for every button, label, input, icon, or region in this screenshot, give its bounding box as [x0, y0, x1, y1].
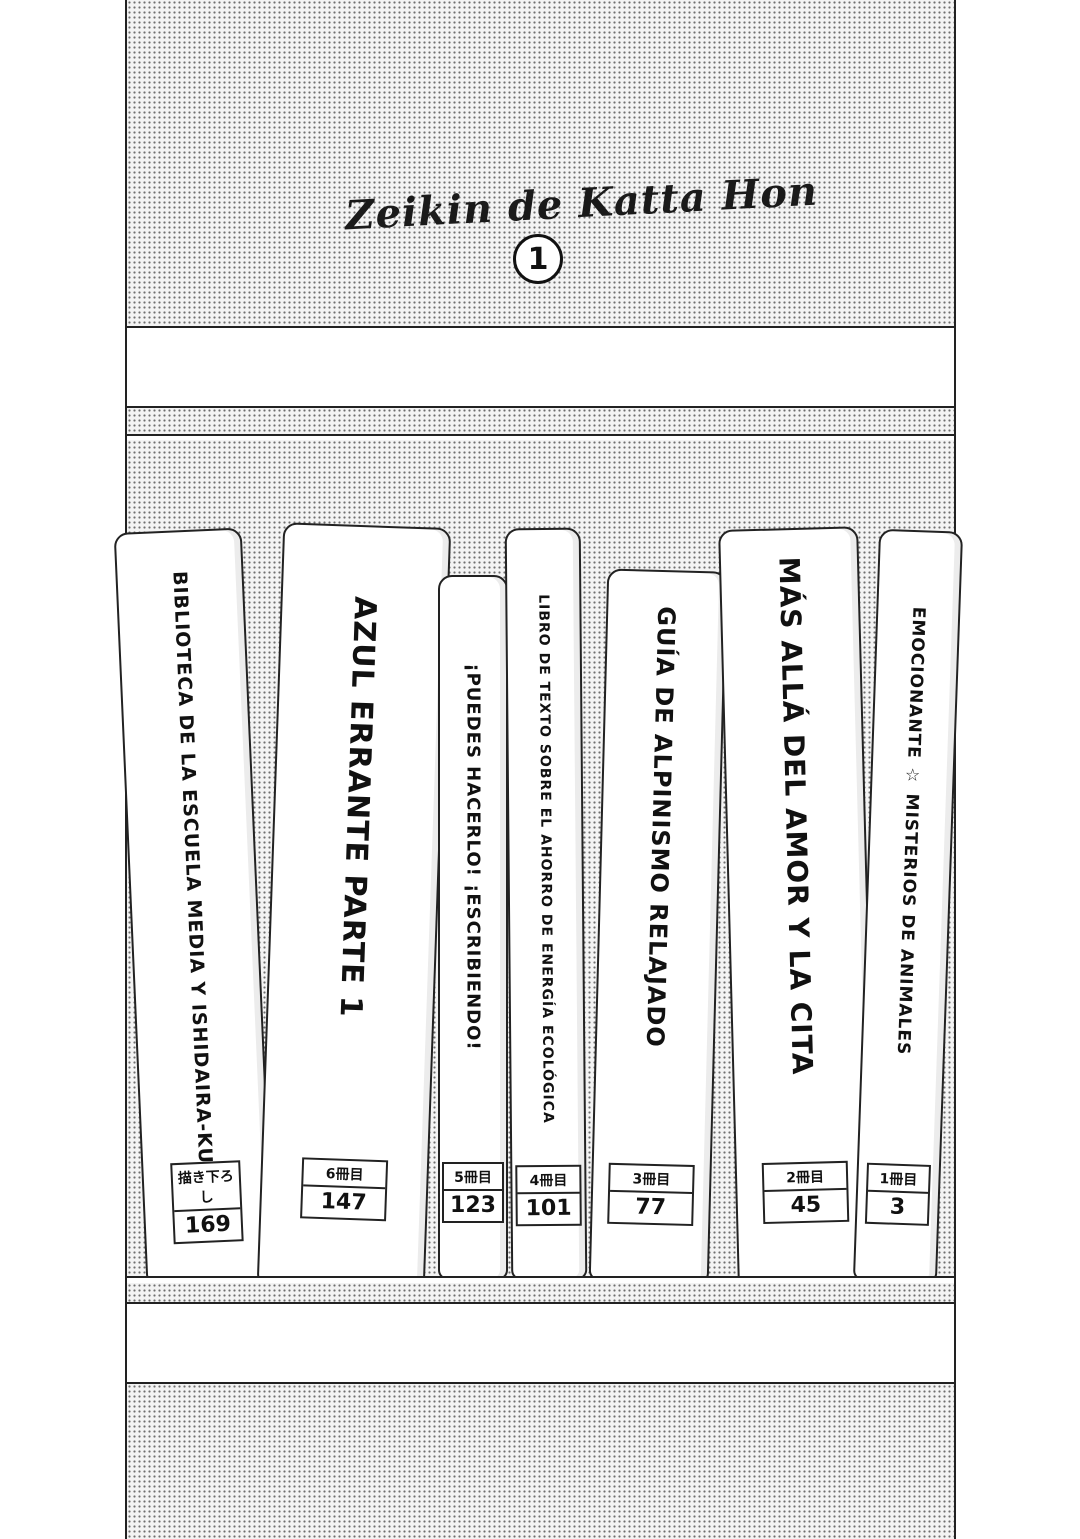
book-7-title: EMOCIONANTE ☆ MISTERIOS DE ANIMALES — [892, 606, 929, 1056]
shelf-trim — [127, 408, 954, 436]
book-3-label-top: 5冊目 — [444, 1164, 502, 1191]
book-4-label-top: 4冊目 — [517, 1166, 580, 1195]
book-6-label-num: 45 — [790, 1192, 822, 1219]
book-5-title: GUÍA DE ALPINISMO RELAJADO — [640, 605, 681, 1049]
book-6-title: MÁS ALLÁ DEL AMOR Y LA CITA — [772, 556, 819, 1076]
shelf-trim-edge — [127, 434, 954, 442]
shelf-board-top — [127, 326, 954, 408]
shelf-board-bottom — [127, 1302, 954, 1384]
book-6-label-top: 2冊目 — [763, 1162, 847, 1192]
book-1-label: 描き下ろし 169 — [170, 1160, 244, 1245]
book-4-label-num: 101 — [525, 1195, 572, 1222]
book-1-label-num: 169 — [184, 1211, 232, 1239]
book-2-label-num: 147 — [320, 1189, 368, 1216]
book-2-label: 6冊目 147 — [300, 1157, 389, 1222]
book-3-title: ¡PUEDES HACERLO! ¡ESCRIBIENDO! — [462, 663, 484, 1051]
book-7-label-num: 3 — [889, 1194, 906, 1221]
book-1-title: BIBLIOTECA DE LA ESCUELA MEDIA Y ISHIDAI… — [168, 570, 217, 1182]
book-1-label-top: 描き下ろし — [172, 1162, 241, 1213]
shelf-lower-trim — [127, 1283, 954, 1303]
bottom-panel — [127, 1384, 954, 1539]
book-6-label: 2冊目 45 — [761, 1160, 850, 1225]
book-3-label-num: 123 — [450, 1193, 496, 1218]
book-4-title: LIBRO DE TEXTO SOBRE EL AHORRO DE ENERGÍ… — [535, 594, 556, 1124]
book-5[interactable]: GUÍA DE ALPINISMO RELAJADO 3冊目 77 — [588, 568, 728, 1284]
book-5-label-num: 77 — [634, 1194, 667, 1221]
book-7-label: 1冊目 3 — [864, 1162, 931, 1226]
book-2-title: AZUL ERRANTE PARTE 1 — [332, 596, 383, 1019]
book-2-label-top: 6冊目 — [303, 1159, 387, 1190]
book-5-label: 3冊目 77 — [607, 1162, 695, 1227]
book-4[interactable]: LIBRO DE TEXTO SOBRE EL AHORRO DE ENERGÍ… — [504, 527, 588, 1281]
book-4-label: 4冊目 101 — [515, 1164, 582, 1227]
book-2[interactable]: AZUL ERRANTE PARTE 1 6冊目 147 — [256, 522, 452, 1290]
book-3[interactable]: ¡PUEDES HACERLO! ¡ESCRIBIENDO! 5冊目 123 — [438, 575, 508, 1280]
volume-mark: 1 — [513, 234, 563, 284]
book-3-label: 5冊目 123 — [442, 1162, 504, 1223]
book-5-label-top: 3冊目 — [610, 1164, 693, 1194]
shelf-front-edge — [127, 1276, 954, 1284]
book-7-label-top: 1冊目 — [868, 1164, 929, 1194]
book-6[interactable]: MÁS ALLÁ DEL AMOR Y LA CITA 2冊目 45 — [718, 526, 878, 1286]
